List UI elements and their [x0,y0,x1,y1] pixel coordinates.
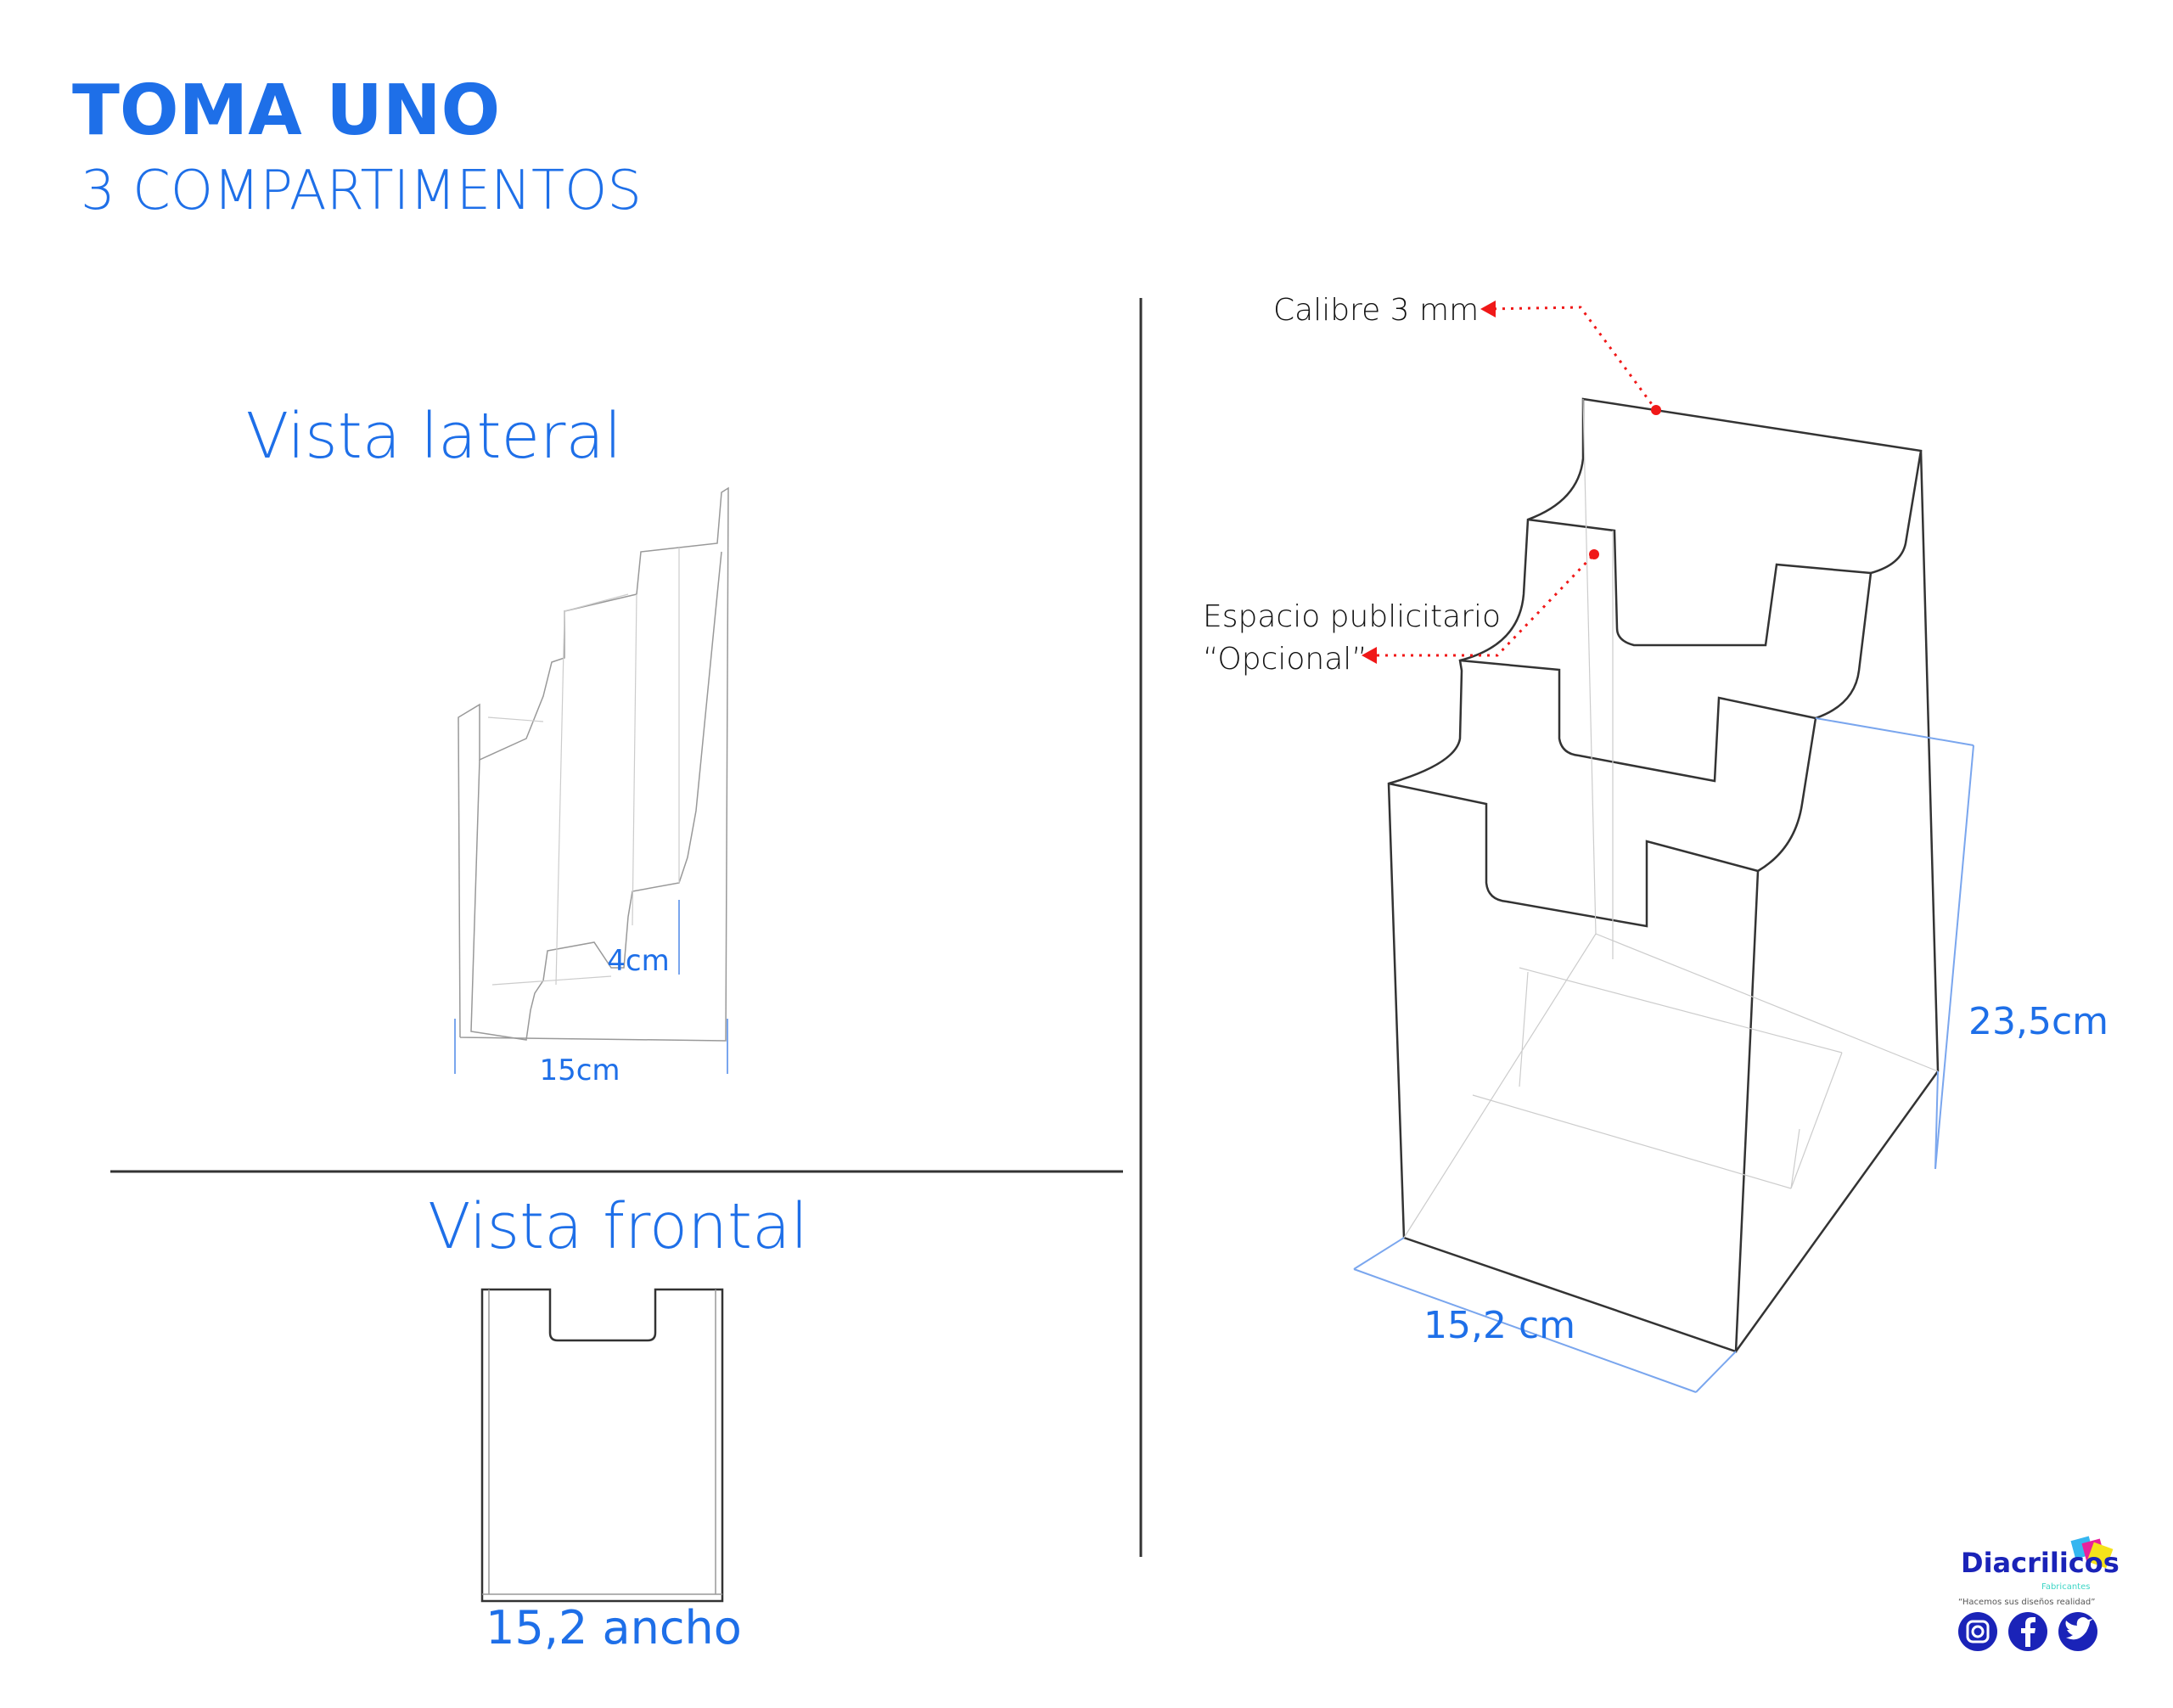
side-view-drawing [454,486,729,1074]
height-label: 23,5cm [1968,1000,2108,1043]
side-depth-label: 4cm [607,944,669,978]
instagram-icon[interactable] [1958,1612,1997,1651]
ad-space-optional: “Opcional” [1203,642,1367,677]
facebook-icon[interactable] [2008,1612,2047,1651]
isometric-drawing [1353,301,1974,1393]
iso-width-label: 15,2 cm [1423,1304,1575,1347]
side-width-label: 15cm [539,1053,620,1087]
thickness-callout: Calibre 3 mm [1273,293,1479,328]
brand-tag: Fabricantes [2041,1582,2090,1592]
front-view-drawing [480,1288,724,1603]
side-view-title: Vista lateral [246,400,622,473]
front-width-label: 15,2 ancho [486,1601,742,1655]
page-title: TOMA UNO [72,70,500,151]
page-subtitle: 3 COMPARTIMENTOS [81,160,642,222]
brand-slogan: “Hacemos sus diseños realidad” [1958,1598,2095,1607]
ad-space-callout: Espacio publicitario [1203,599,1501,634]
twitter-icon[interactable] [2058,1612,2097,1651]
front-view-title: Vista frontal [428,1190,808,1263]
brand-name: Diacrilicos [1961,1547,2120,1579]
brand-logo: Diacrilicos Fabricantes “Hacemos sus dis… [1958,1536,2120,1607]
